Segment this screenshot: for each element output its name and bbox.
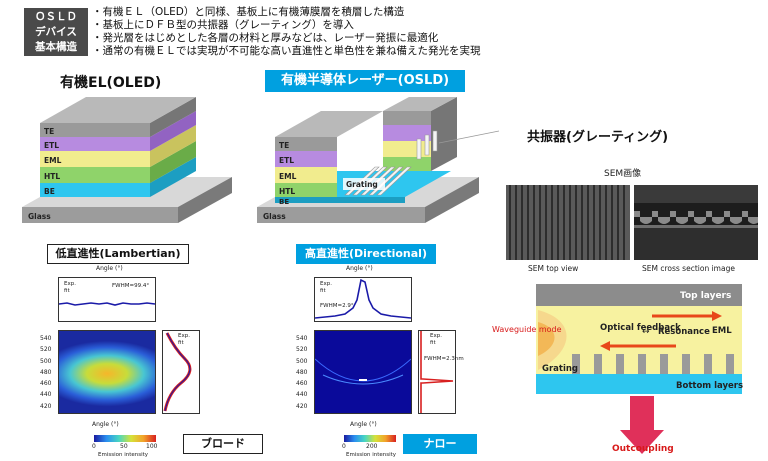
osld-fwhm: FWHM=2.9° <box>320 303 354 309</box>
oled-spectrum-exp: Exp. <box>178 333 190 339</box>
sem-top-view-caption: SEM top view <box>528 264 579 273</box>
oled-fwhm: FWHM=99.4° <box>112 283 150 289</box>
osld-angle-label-top: Angle (°) <box>346 265 373 272</box>
osld-heatmap <box>314 330 412 414</box>
sem-cross-section-image <box>634 185 758 260</box>
bullet-3: ・発光層をはじめとした各層の材料と厚みなどは、レーザー発振に最適化 <box>92 32 439 44</box>
osld-angle-plot <box>314 277 412 322</box>
osld-cbar-200: 200 <box>366 443 378 450</box>
sem-title: SEM画像 <box>604 169 642 179</box>
osld-layer-glass: Glass <box>263 212 286 221</box>
osld-layer-etl: ETL <box>279 156 294 165</box>
bullet-2: ・基板上にＤＦＢ型の共振器（グレーティング）を導入 <box>92 19 354 31</box>
sem-top-view-image <box>506 185 630 260</box>
osld-cbar-label: Emission intensity <box>346 452 397 458</box>
osld-cbar-0: 0 <box>342 443 346 450</box>
oled-stack-diagram: TE ETL EML HTL BE Glass <box>22 97 232 223</box>
oled-angle-plot <box>58 277 156 322</box>
osld-layer-eml: EML <box>279 172 297 181</box>
eml-label: EML <box>712 326 732 336</box>
outcoupling-label: Outcoupling <box>612 444 674 454</box>
callout-line <box>438 130 500 144</box>
outcoupling-arrow <box>620 396 664 454</box>
osld-legend-exp: Exp. <box>320 281 332 287</box>
grating-schematic-label: Grating <box>542 364 578 374</box>
oled-spectrum-fit: fit <box>178 340 184 346</box>
broad-label: ブロード <box>183 434 263 454</box>
resonance-label: Resonance <box>658 327 710 337</box>
oled-layer-htl: HTL <box>44 172 60 181</box>
device-structure-badge: ＯＳＬＤ デバイス 基本構造 <box>24 8 88 56</box>
feature-bullets: ・有機ＥＬ（OLED）と同様、基板上に有機薄膜層を積層した構造 ・基板上にＤＦＢ… <box>92 6 481 58</box>
oled-cbar-label: Emission intensity <box>98 452 149 458</box>
badge-line-2: デバイス <box>35 26 77 38</box>
oled-colorbar <box>94 435 156 442</box>
osld-legend-fit: fit <box>320 288 326 294</box>
badge-line-3: 基本構造 <box>35 41 77 53</box>
osld-angle-label-bottom: Angle (°) <box>350 421 377 428</box>
optical-feedback-label: Optical feedback <box>600 323 681 333</box>
oled-legend-fit: fit <box>64 288 70 294</box>
bottom-layers-label: Bottom layers <box>676 381 743 391</box>
resonance-arrow-icon: ↔ <box>642 327 650 337</box>
osld-layer-te: TE <box>279 141 289 150</box>
osld-colorbar <box>344 435 396 442</box>
grating-label: Grating <box>346 180 378 189</box>
osld-layer-htl: HTL <box>279 187 295 196</box>
top-layers-band <box>536 284 742 306</box>
osld-stack-diagram: Grating TE ETL EML HTL BE Glass <box>257 97 500 223</box>
bullet-1: ・有機ＥＬ（OLED）と同様、基板上に有機薄膜層を積層した構造 <box>92 6 405 18</box>
osld-spectrum-exp: Exp. <box>430 333 442 339</box>
oled-layer-te: TE <box>44 127 54 136</box>
oled-spectrum <box>162 330 200 414</box>
lambertian-label: 低直進性(Lambertian) <box>47 244 189 264</box>
sem-cross-caption: SEM cross section image <box>642 264 735 273</box>
waveguide-label: Waveguide mode <box>492 325 562 334</box>
oled-title: 有機EL(OLED) <box>60 75 162 91</box>
oled-angle-label-bottom: Angle (°) <box>92 421 119 428</box>
oled-cbar-0: 0 <box>92 443 96 450</box>
oled-cbar-100: 100 <box>146 443 158 450</box>
osld-layer-be: BE <box>279 198 289 206</box>
oled-layer-be: BE <box>44 187 55 196</box>
oled-layer-glass: Glass <box>28 212 51 221</box>
osld-title: 有機半導体レーザー(OSLD) <box>265 70 465 92</box>
oled-layer-eml: EML <box>44 156 62 165</box>
resonator-title: 共振器(グレーティング) <box>527 130 669 145</box>
resonance-schematic: Top layers EML Optical feedback ↔ Resona… <box>492 284 743 454</box>
oled-layer-etl: ETL <box>44 141 59 150</box>
osld-spectrum-fit: fit <box>430 340 436 346</box>
bottom-layers-band <box>536 374 742 394</box>
narrow-label: ナロー <box>403 434 477 454</box>
oled-heatmap <box>58 330 156 414</box>
oled-angle-label-top: Angle (°) <box>96 265 123 272</box>
bullet-4: ・通常の有機ＥＬでは実現が不可能な高い直進性と単色性を兼ね備えた発光を実現 <box>92 45 481 57</box>
oled-legend-exp: Exp. <box>64 281 76 287</box>
top-layers-label: Top layers <box>680 291 731 301</box>
badge-line-1: ＯＳＬＤ <box>35 11 77 23</box>
directional-label: 高直進性(Directional) <box>296 244 436 264</box>
osld-fwhm2: FWHM=2.3nm <box>424 356 464 362</box>
osld-spectrum <box>418 330 456 414</box>
oled-cbar-50: 50 <box>120 443 128 450</box>
